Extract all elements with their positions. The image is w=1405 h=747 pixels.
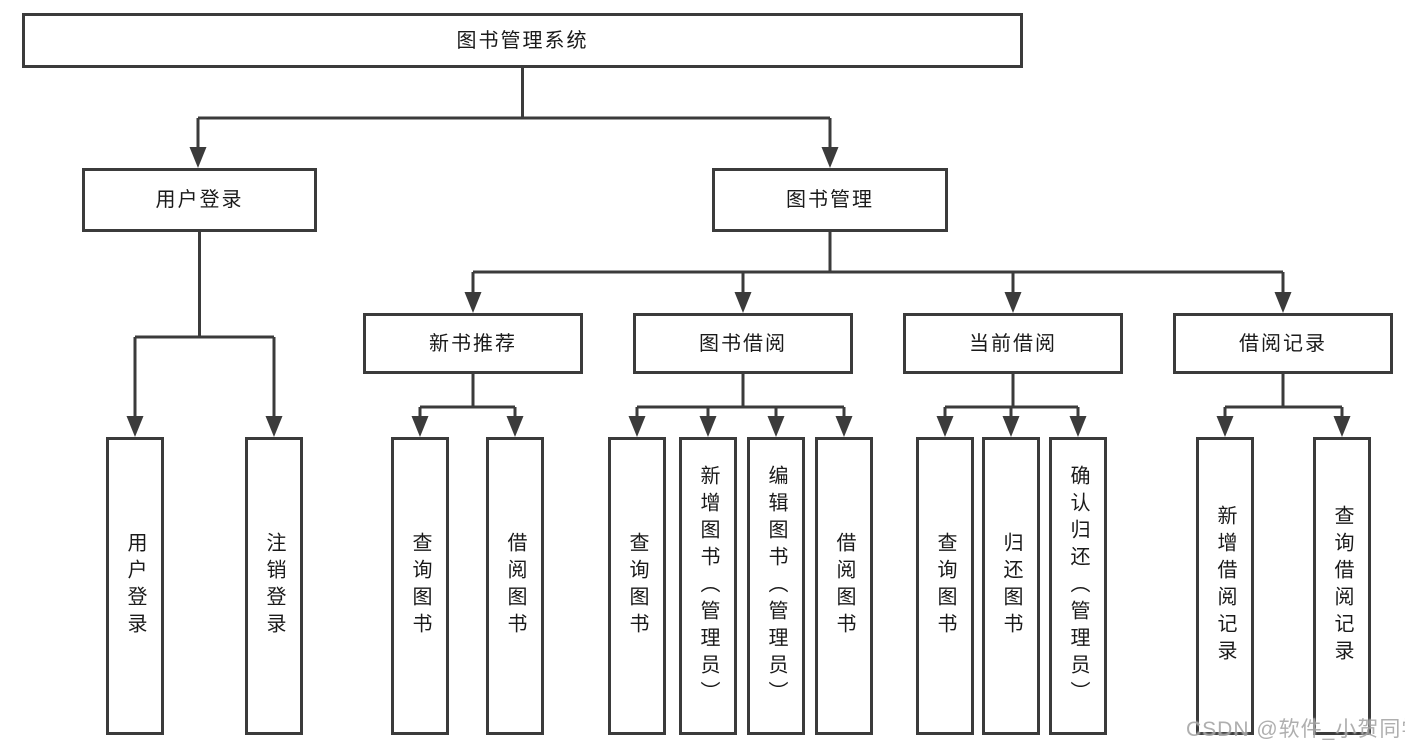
leaf-query-borrow-record: 查询借阅记录	[1313, 437, 1371, 735]
leaf-query-book-borrow: 查询图书	[608, 437, 666, 735]
leaf-logout-label: 注销登录	[263, 532, 285, 640]
node-borrow-record: 借阅记录	[1173, 313, 1393, 374]
leaf-query-book-recommend-label: 查询图书	[409, 532, 431, 640]
csdn-watermark: CSDN @软件_小贺同学	[1186, 718, 1405, 741]
node-new-book-recommend: 新书推荐	[363, 313, 583, 374]
leaf-query-borrow-record-label: 查询借阅记录	[1331, 505, 1353, 667]
leaf-query-book-borrow-label: 查询图书	[626, 532, 648, 640]
leaf-borrow-book: 借阅图书	[815, 437, 873, 735]
leaf-borrow-book-label: 借阅图书	[833, 532, 855, 640]
leaf-return-book-label: 归还图书	[1000, 532, 1022, 640]
leaf-confirm-return-admin: 确认归还（管理员）	[1049, 437, 1107, 735]
leaf-add-borrow-record-label: 新增借阅记录	[1214, 505, 1236, 667]
leaf-confirm-return-admin-label: 确认归还（管理员）	[1067, 464, 1089, 708]
leaf-borrow-book-recommend: 借阅图书	[486, 437, 544, 735]
leaf-logout: 注销登录	[245, 437, 303, 735]
node-user-login: 用户登录	[82, 168, 317, 232]
leaf-edit-book-admin-label: 编辑图书（管理员）	[765, 464, 787, 708]
leaf-add-book-admin: 新增图书（管理员）	[679, 437, 737, 735]
node-root-system: 图书管理系统	[22, 13, 1023, 68]
leaf-borrow-book-recommend-label: 借阅图书	[504, 532, 526, 640]
node-book-borrow: 图书借阅	[633, 313, 853, 374]
node-root-label: 图书管理系统	[456, 29, 589, 52]
leaf-return-book: 归还图书	[982, 437, 1040, 735]
node-current-borrow: 当前借阅	[903, 313, 1123, 374]
node-borrow-record-label: 借阅记录	[1239, 332, 1327, 355]
node-current-borrow-label: 当前借阅	[969, 332, 1057, 355]
leaf-user-login: 用户登录	[106, 437, 164, 735]
leaf-query-book-current-label: 查询图书	[934, 532, 956, 640]
leaf-edit-book-admin: 编辑图书（管理员）	[747, 437, 805, 735]
node-book-management: 图书管理	[712, 168, 948, 232]
node-user-login-label: 用户登录	[155, 189, 244, 211]
node-new-book-recommend-label: 新书推荐	[429, 332, 517, 355]
node-book-management-label: 图书管理	[786, 189, 874, 211]
leaf-query-book-recommend: 查询图书	[391, 437, 449, 735]
leaf-add-borrow-record: 新增借阅记录	[1196, 437, 1254, 735]
leaf-add-book-admin-label: 新增图书（管理员）	[697, 464, 719, 708]
leaf-query-book-current: 查询图书	[916, 437, 974, 735]
leaf-user-login-label: 用户登录	[124, 532, 146, 640]
node-book-borrow-label: 图书借阅	[699, 332, 787, 355]
